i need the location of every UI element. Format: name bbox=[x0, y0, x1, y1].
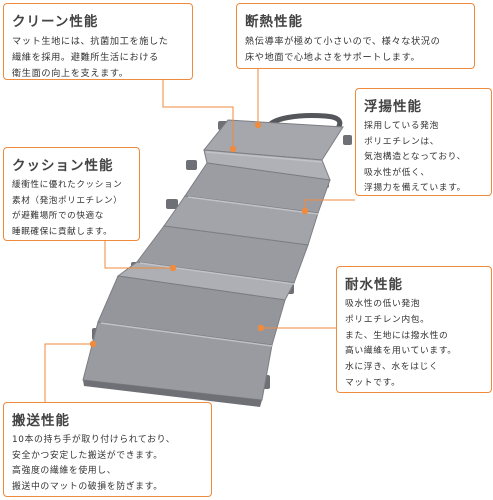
feature-transport-line: 搬送中のマットの破損を防ぎます。 bbox=[12, 481, 163, 492]
feature-buoyancy-title: 浮揚性能 bbox=[364, 99, 422, 115]
callout-dot-clean bbox=[229, 145, 237, 153]
feature-clean-line: マット生地には、抗菌加工を施した bbox=[12, 36, 169, 47]
feature-cushion-line: 睡眠確保に貢献します。 bbox=[12, 226, 113, 237]
feature-insulation-line: 熱伝導率が極めて小さいので、様々な状況の bbox=[245, 36, 441, 47]
feature-water-line: ポリエチレン内包。 bbox=[345, 314, 430, 325]
mat-front-edge bbox=[83, 380, 262, 407]
callout-dot-buoyancy bbox=[301, 207, 309, 215]
mat-segments bbox=[82, 119, 344, 401]
feature-water-title: 耐水性能 bbox=[345, 277, 403, 293]
feature-water: 耐水性能 吸水性の低い発泡 ポリエチレン内包。 また、生地には撥水性の 高い繊維… bbox=[336, 266, 492, 393]
callout-line-clean bbox=[162, 79, 234, 148]
feature-cushion-line: が避難場所での快適な bbox=[12, 211, 104, 221]
feature-transport-title: 搬送性能 bbox=[12, 413, 70, 429]
feature-buoyancy-line: 浮揚力を備えています。 bbox=[364, 183, 467, 193]
feature-cushion: クッション性能 緩衝性に優れたクッション 素材（発泡ポリエチレン） が避難場所で… bbox=[3, 147, 140, 241]
feature-buoyancy-line: 気泡構造となっており、 bbox=[364, 152, 467, 162]
feature-cushion-text: 緩衝性に優れたクッション 素材（発泡ポリエチレン） が避難場所での快適な 睡眠確… bbox=[12, 178, 131, 240]
feature-buoyancy-line: ポリエチレンは、 bbox=[364, 136, 440, 147]
feature-water-line: 吸水性の低い発泡 bbox=[345, 299, 421, 309]
feature-clean-text: マット生地には、抗菌加工を施した 繊維を採用。避難所生活における 衛生面の向上を… bbox=[12, 34, 184, 82]
callout-dots bbox=[89, 121, 309, 348]
feature-buoyancy-line: 吸水性が低く、 bbox=[364, 167, 430, 178]
feature-insulation-title: 断熱性能 bbox=[245, 14, 303, 30]
feature-cushion-title: クッション性能 bbox=[12, 158, 114, 174]
feature-transport: 搬送性能 10本の持ち手が取り付けられており、 安全かつ安定した搬送ができます。… bbox=[3, 402, 212, 497]
feature-insulation-line: 床や地面で心地よさをサポートします。 bbox=[245, 52, 421, 63]
feature-clean-title: クリーン性能 bbox=[12, 14, 99, 30]
feature-water-text: 吸水性の低い発泡 ポリエチレン内包。 また、生地には撥水性の 高い繊維を用いてい… bbox=[345, 297, 483, 392]
feature-clean: クリーン性能 マット生地には、抗菌加工を施した 繊維を採用。避難所生活における … bbox=[3, 3, 193, 80]
feature-water-line: 水に浮き、水をはじく bbox=[345, 362, 439, 373]
feature-water-line: 高い繊維を用いています。 bbox=[345, 346, 457, 357]
feature-transport-text: 10本の持ち手が取り付けられており、 安全かつ安定した搬送ができます。 高強度の… bbox=[12, 433, 203, 495]
feature-transport-line: 10本の持ち手が取り付けられており、 bbox=[12, 435, 176, 445]
feature-insulation: 断熱性能 熱伝導率が極めて小さいので、様々な状況の 床や地面で心地よさをサポート… bbox=[236, 3, 475, 69]
callout-dot-insulation bbox=[254, 121, 262, 129]
callout-dot-cushion bbox=[169, 264, 177, 272]
feature-buoyancy: 浮揚性能 採用している発泡 ポリエチレンは、 気泡構造となっており、 吸水性が低… bbox=[355, 88, 492, 196]
feature-water-line: マットです。 bbox=[345, 377, 401, 388]
feature-buoyancy-line: 採用している発泡 bbox=[364, 121, 439, 131]
callout-line-transport bbox=[44, 343, 92, 402]
callout-line-buoyancy bbox=[304, 199, 355, 210]
feature-insulation-text: 熱伝導率が極めて小さいので、様々な状況の 床や地面で心地よさをサポートします。 bbox=[245, 34, 466, 66]
callout-dot-water bbox=[257, 324, 265, 332]
callout-dot-transport bbox=[89, 340, 97, 348]
feature-cushion-line: 素材（発泡ポリエチレン） bbox=[12, 195, 123, 206]
mat-top-handle bbox=[265, 113, 343, 131]
callout-lines bbox=[44, 68, 355, 402]
feature-transport-line: 安全かつ安定した搬送ができます。 bbox=[12, 450, 163, 461]
feature-buoyancy-text: 採用している発泡 ポリエチレンは、 気泡構造となっており、 吸水性が低く、 浮揚… bbox=[364, 119, 483, 197]
feature-cushion-line: 緩衝性に優れたクッション bbox=[12, 180, 123, 190]
feature-transport-line: 高強度の繊維を使用し、 bbox=[12, 466, 117, 477]
feature-water-line: また、生地には撥水性の bbox=[345, 330, 449, 341]
feature-clean-line: 繊維を採用。避難所生活における bbox=[12, 52, 159, 63]
feature-clean-line: 衛生面の向上を支えます。 bbox=[12, 68, 129, 79]
callout-line-cushion bbox=[104, 240, 172, 269]
